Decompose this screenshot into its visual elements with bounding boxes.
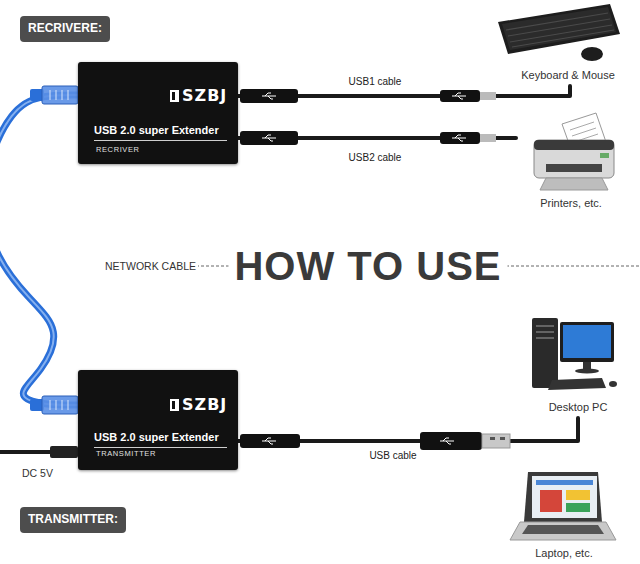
rj45-pins (50, 90, 68, 100)
laptop-keys (522, 525, 604, 534)
plug-metal (480, 134, 496, 142)
plug-hole (490, 437, 495, 440)
screen-tile (540, 490, 562, 512)
usb-plug (240, 89, 298, 103)
device: Keyboard & Mouse (500, 0, 636, 86)
printer-body (534, 140, 614, 178)
rj45-pins (50, 400, 68, 410)
drive-slots (536, 326, 554, 338)
pc-tower (532, 318, 558, 388)
printer-icon (534, 113, 614, 190)
rj45-plug (42, 396, 78, 414)
brand-logo: SZBJ (170, 396, 227, 414)
extender-box: SZBJ USB 2.0 super ExtenderTRANSMITTER (78, 370, 238, 470)
screen-tile (566, 490, 590, 500)
laptop-screen (532, 476, 597, 518)
device-caption: Keyboard & Mouse (521, 69, 615, 82)
device: Desktop PC (523, 312, 633, 418)
section-tag: RECRIVERE: (20, 16, 110, 42)
plug-metal (482, 434, 510, 448)
power-plug (50, 446, 78, 458)
brand-logo: SZBJ (170, 87, 227, 105)
laptop-lid (524, 472, 602, 522)
keyboard-keys (502, 7, 616, 50)
heading: HOW TO USE (228, 244, 507, 288)
monitor-base (575, 369, 599, 374)
tag-text: RECRIVERE: (28, 22, 102, 36)
device-caption: Desktop PC (549, 401, 608, 414)
printer-panel (600, 153, 609, 158)
plug-hole (500, 437, 505, 440)
unit-role: TRANSMITTER (96, 450, 156, 459)
cable-label: NETWORK CABLE (103, 260, 198, 273)
key-rows (506, 13, 614, 47)
mouse-icon (581, 47, 603, 61)
usb-symbol (452, 93, 466, 99)
usb-plug (440, 132, 480, 144)
printer-slot (546, 164, 602, 172)
printer-top (534, 140, 614, 150)
network-cable (0, 95, 78, 405)
screen-bar (536, 480, 593, 485)
usb-plug (440, 90, 480, 102)
desktop-icon (532, 318, 617, 390)
pc-keyboard (548, 378, 606, 390)
usb-symbol (262, 438, 276, 444)
usb-plug (420, 432, 482, 450)
plug-metal (480, 92, 496, 100)
monitor-frame (560, 322, 614, 362)
laptop-icon (510, 472, 616, 540)
usb-symbol (262, 93, 276, 99)
cable-highlight (0, 95, 78, 405)
product-name: USB 2.0 super Extender (94, 124, 227, 141)
device-caption: Printers, etc. (540, 197, 602, 210)
extender-box: SZBJ USB 2.0 super ExtenderRECRIVER (78, 62, 238, 164)
cable-label: USB cable (367, 450, 418, 462)
device-caption: Laptop, etc. (535, 547, 593, 560)
usb-plug (240, 131, 298, 145)
power-label: DC 5V (20, 467, 55, 480)
section-tag: TRANSMITTER: (20, 507, 126, 533)
usb-plug (240, 434, 300, 448)
cable-label: USB2 cable (347, 152, 404, 164)
laptop-base (510, 522, 616, 540)
product-name: USB 2.0 super Extender (94, 431, 227, 448)
printer-tray (540, 178, 608, 190)
unit-role: RECRIVER (96, 146, 140, 155)
rj45-plug (42, 86, 78, 104)
keyboard-icon (498, 4, 620, 61)
screen-tile (566, 503, 590, 512)
usb-symbol (440, 438, 454, 444)
tag-text: TRANSMITTER: (28, 513, 118, 527)
paper-lines (570, 122, 598, 142)
usb-symbol (262, 135, 276, 141)
keyboard-body (498, 4, 620, 54)
pc-mouse (609, 381, 617, 387)
device: Printers, etc. (516, 108, 626, 214)
usb-symbol (452, 135, 466, 141)
device: Laptop, etc. (504, 466, 624, 562)
monitor-screen (563, 325, 611, 358)
cable-label: USB1 cable (347, 76, 404, 88)
